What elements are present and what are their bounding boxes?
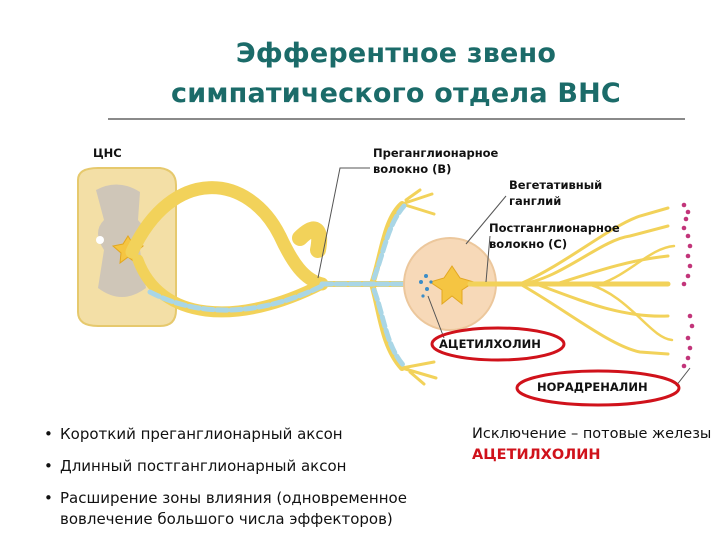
postganglionic-label-1: Постганглионарное xyxy=(489,221,620,235)
exception-highlight: АЦЕТИЛХОЛИН xyxy=(472,447,601,463)
bullet-text: Короткий преганглионарный аксон xyxy=(60,425,343,443)
title-line-1: Эфферентное звено xyxy=(235,38,557,69)
bullet-item: • Длинный постганглионарный аксон xyxy=(44,456,444,477)
ganglion-neuron xyxy=(428,265,476,306)
bullet-dot: • xyxy=(44,457,53,475)
bullet-item: • Короткий преганглионарный аксон xyxy=(44,424,444,445)
preganglionic-fibers xyxy=(125,181,438,386)
exception-text: Исключение – потовые железы xyxy=(472,426,712,442)
preganglionic-label-2: волокно (В) xyxy=(373,162,452,176)
title-divider xyxy=(108,118,685,120)
page-title: Эфферентное звено симпатического отдела … xyxy=(0,34,720,114)
postganglionic-fibers xyxy=(467,206,676,356)
acetylcholine-label: АЦЕТИЛХОЛИН xyxy=(439,337,541,351)
acetylcholine-highlight xyxy=(430,326,566,362)
bullet-dot: • xyxy=(44,489,53,507)
bullet-list: • Короткий преганглионарный аксон • Длинны… xyxy=(44,424,444,541)
postganglionic-label-2: волокно (С) xyxy=(489,237,568,251)
callout-lines xyxy=(317,167,691,387)
noradrenaline-label: НОРАДРЕНАЛИН xyxy=(537,380,648,394)
central-canal xyxy=(96,236,104,244)
noradrenaline-highlight xyxy=(515,369,681,407)
title-line-2: симпатического отдела ВНС xyxy=(171,78,621,109)
effector-endings xyxy=(681,202,695,369)
ganglion-label-1: Вегетативный xyxy=(509,178,603,192)
bullet-text: Расширение зоны влияния (одновременное в… xyxy=(60,489,407,528)
exception-note: Исключение – потовые железы АЦЕТИЛХОЛИН xyxy=(472,424,712,466)
bullet-text: Длинный постганглионарный аксон xyxy=(60,457,347,475)
bullet-item: • Расширение зоны влияния (одновременное … xyxy=(44,488,444,530)
cns-label: ЦНС xyxy=(93,146,122,160)
spinal-cord xyxy=(77,167,177,327)
ganglion-label-2: ганглий xyxy=(509,194,562,208)
preganglionic-label-1: Преганглионарное xyxy=(373,146,499,160)
bullet-dot: • xyxy=(44,425,53,443)
autonomic-ganglion xyxy=(403,237,497,331)
